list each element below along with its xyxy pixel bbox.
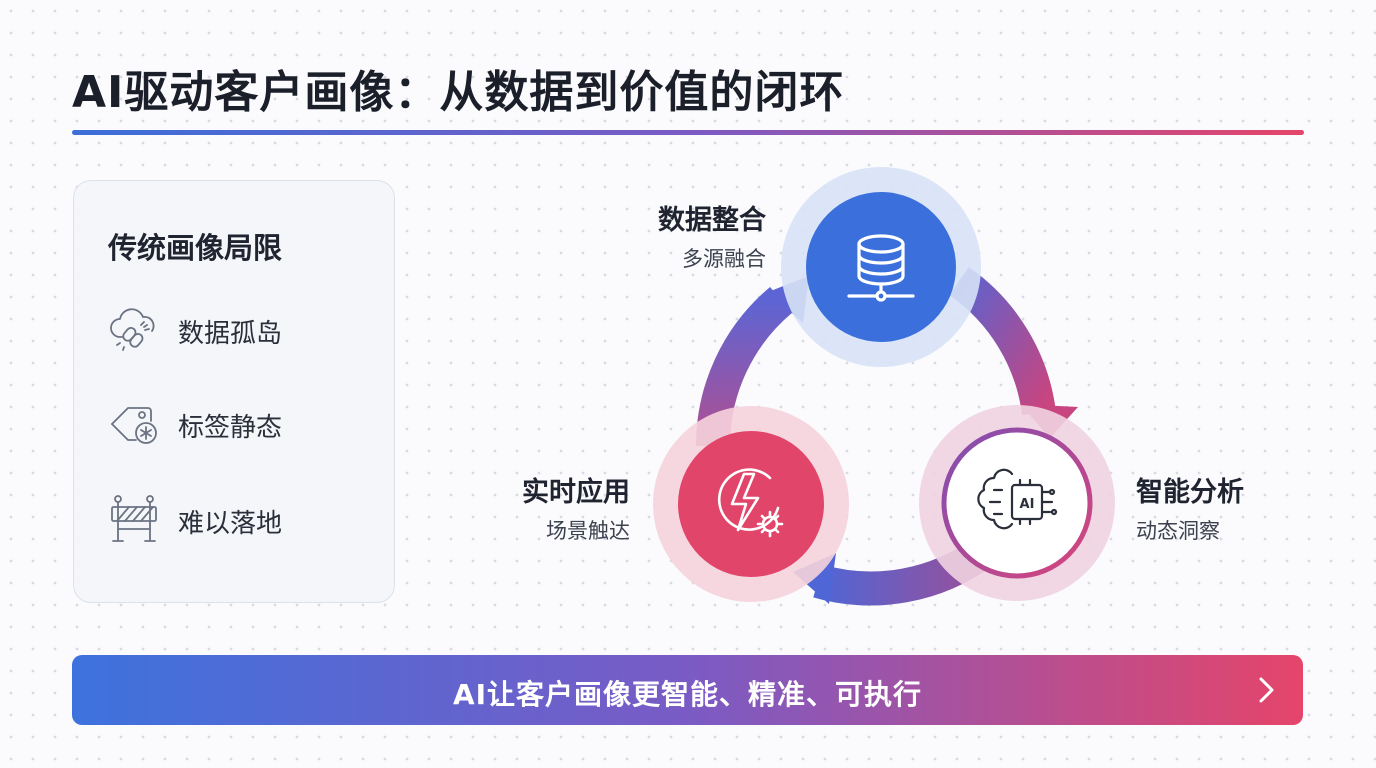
node-subtitle: 动态洞察: [1136, 519, 1220, 543]
node-title: 实时应用: [522, 477, 630, 508]
database-icon: [847, 234, 915, 302]
node-realtime-application: [678, 431, 824, 577]
limitations-heading: 传统画像局限: [108, 231, 283, 265]
limitation-item-static-tags: 标签静态: [108, 397, 378, 451]
chevron-right-icon[interactable]: [1253, 675, 1279, 705]
node-label-realtime-application: 实时应用 场景触达: [510, 470, 630, 545]
node-smart-analysis: [941, 427, 1093, 579]
ai-chip-text: AI: [1020, 497, 1035, 512]
road-barrier-icon: [111, 495, 157, 542]
lightning-gear-icon: [717, 468, 784, 538]
limitation-label: 数据孤岛: [178, 319, 283, 349]
node-subtitle: 场景触达: [546, 519, 630, 543]
broken-cloud-link-icon: [110, 308, 155, 351]
limitations-card: 传统画像局限 数据孤岛 标签静态 难以落地: [73, 180, 395, 603]
node-subtitle: 多源融合: [682, 247, 766, 271]
node-title: 智能分析: [1136, 477, 1244, 508]
node-title: 数据整合: [658, 205, 766, 236]
limitation-item-hard-to-land: 难以落地: [108, 493, 378, 547]
node-label-smart-analysis: 智能分析 动态洞察: [1136, 470, 1244, 545]
node-label-data-integration: 数据整合 多源融合: [646, 198, 766, 273]
limitation-label: 难以落地: [178, 509, 283, 539]
tag-snowflake-icon: [111, 407, 157, 444]
node-data-integration: [806, 192, 956, 342]
summary-banner[interactable]: AI让客户画像更智能、精准、可执行: [72, 655, 1303, 725]
page-title: AI驱动客户画像：从数据到价值的闭环: [72, 67, 845, 118]
limitation-item-data-silo: 数据孤岛: [108, 303, 378, 357]
summary-banner-text: AI让客户画像更智能、精准、可执行: [452, 678, 923, 711]
limitation-label: 标签静态: [178, 413, 283, 443]
ai-brain-chip-icon: [977, 468, 1058, 530]
title-divider: [72, 130, 1304, 135]
